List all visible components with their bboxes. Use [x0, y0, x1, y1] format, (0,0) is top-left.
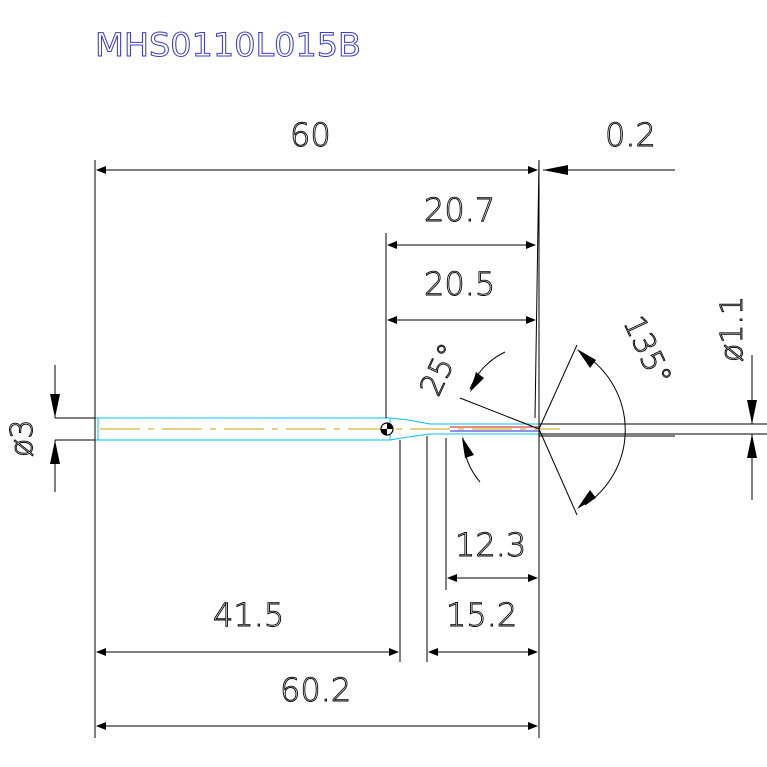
- dim-135-deg: 135°: [538, 310, 678, 516]
- dim-12-3-label: 12.3: [455, 526, 526, 564]
- dim-shank-diameter: ø3: [5, 365, 60, 492]
- dim-20-5: 20.5: [387, 265, 536, 324]
- dim-shank-diameter-label: ø3: [5, 420, 40, 457]
- dim-tip-diameter: ø1.1: [715, 295, 757, 500]
- taper-outline-bottom: [389, 433, 431, 441]
- dim-25-deg: 25°: [413, 338, 540, 483]
- center-mark-icon: [380, 422, 394, 436]
- dim-41-5-label: 41.5: [213, 596, 284, 634]
- dim-20-5-label: 20.5: [424, 265, 495, 303]
- dim-15-2: 15.2: [428, 596, 538, 656]
- dim-60-label: 60: [290, 116, 331, 154]
- dim-0-2: 0.2: [543, 116, 675, 175]
- tool-body: [94, 417, 560, 441]
- dim-12-3: 12.3: [447, 526, 538, 582]
- dim-60-2: 60.2: [96, 671, 538, 730]
- extension-lines: [55, 159, 767, 738]
- dim-60-2-label: 60.2: [280, 671, 351, 709]
- dim-60: 60: [96, 116, 538, 174]
- dim-20-7: 20.7: [387, 191, 536, 249]
- dim-20-7-label: 20.7: [424, 191, 495, 229]
- dim-135-deg-label: 135°: [616, 311, 678, 391]
- dim-15-2-label: 15.2: [446, 596, 517, 634]
- dim-25-deg-label: 25°: [414, 338, 468, 401]
- dim-41-5: 41.5: [96, 596, 399, 656]
- dim-tip-diameter-label: ø1.1: [715, 296, 750, 362]
- part-number-title: MHS0110L015B: [95, 26, 361, 64]
- dim-0-2-label: 0.2: [605, 116, 656, 154]
- taper-outline-top: [389, 417, 431, 425]
